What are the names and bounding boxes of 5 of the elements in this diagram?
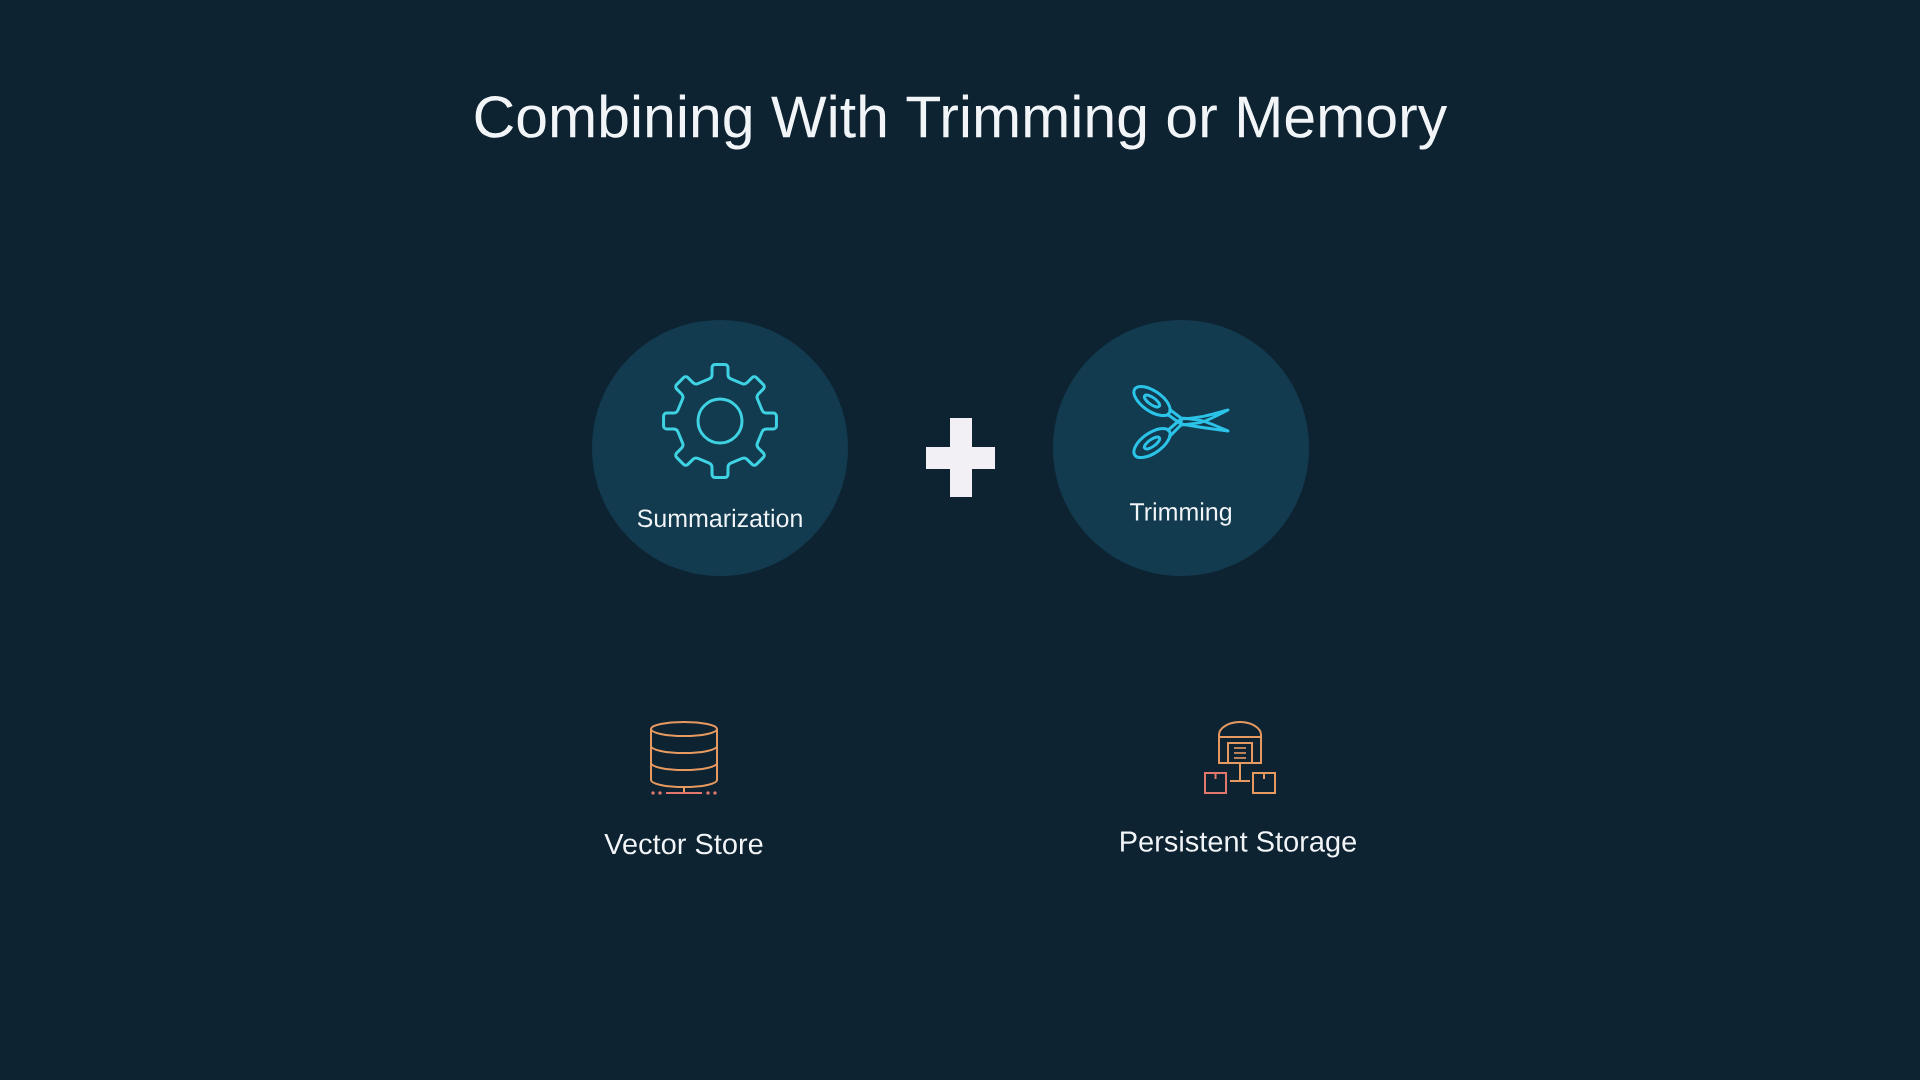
icon-label: Vector Store xyxy=(604,833,763,855)
circle-node: Trimming xyxy=(1053,320,1309,576)
icon-label: Persistent Storage xyxy=(1121,830,1356,858)
circle-node: Summarization xyxy=(592,320,848,576)
slide-title: Combining With Trimming or Memory xyxy=(475,94,1448,150)
